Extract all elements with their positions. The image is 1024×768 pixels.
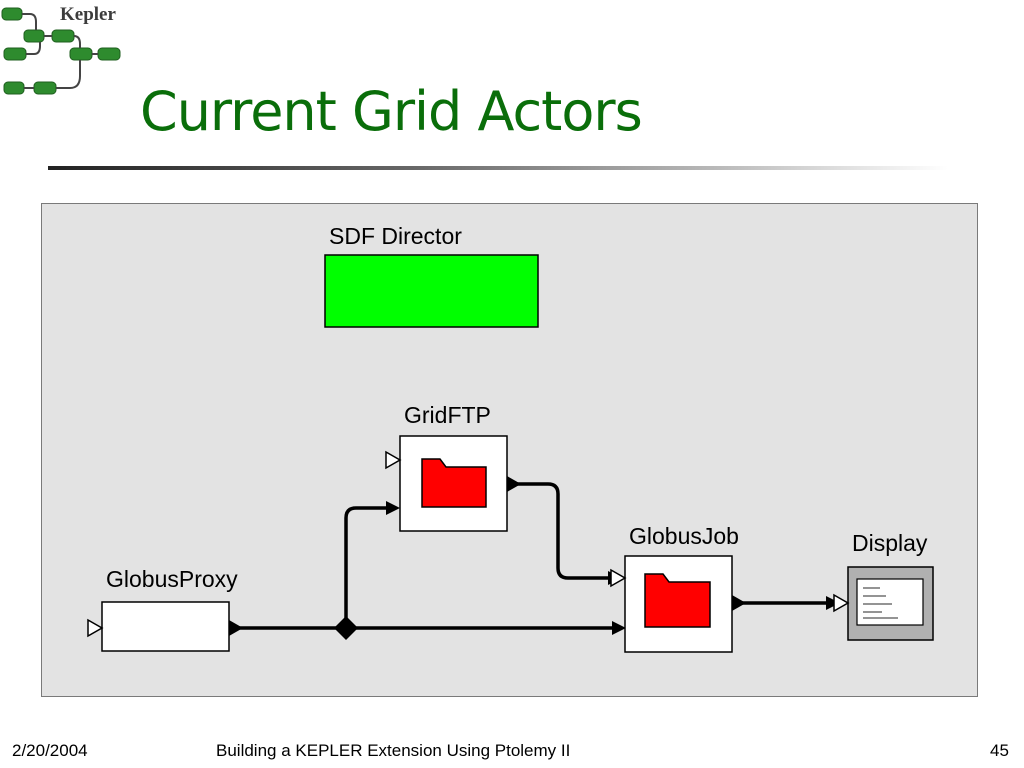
display-screen-icon xyxy=(856,578,924,626)
logo-text: Kepler xyxy=(60,4,116,25)
globusproxy-actor[interactable] xyxy=(87,601,243,652)
relation-diamond xyxy=(334,616,358,640)
output-port-icon xyxy=(507,476,521,492)
kepler-logo: Kepler xyxy=(0,0,130,110)
sdf-director[interactable] xyxy=(324,254,539,328)
input-port-icon xyxy=(833,593,850,613)
input-port-icon xyxy=(610,568,627,588)
input-port-icon xyxy=(385,450,402,470)
display-actor[interactable] xyxy=(833,566,934,641)
globusjob-label: GlobusJob xyxy=(629,523,739,549)
director-label: SDF Director xyxy=(329,223,462,249)
input-port-icon xyxy=(87,618,104,638)
output-port-icon xyxy=(732,595,746,611)
globusproxy-label: GlobusProxy xyxy=(106,566,238,592)
slide-title: Current Grid Actors xyxy=(140,80,643,143)
connection-gridftp-to-job xyxy=(516,482,612,580)
workflow-canvas: SDF Director GridFTP GlobusJob xyxy=(41,203,978,697)
globusjob-actor[interactable] xyxy=(610,555,746,653)
connections xyxy=(238,482,832,630)
footer-title: Building a KEPLER Extension Using Ptolem… xyxy=(216,741,571,760)
display-label: Display xyxy=(852,530,928,556)
title-divider xyxy=(48,166,948,170)
output-port-icon xyxy=(229,620,243,636)
page-number: 45 xyxy=(990,741,1009,760)
folder-icon xyxy=(644,573,711,628)
folder-icon xyxy=(421,458,487,508)
connection-proxy-to-gridftp xyxy=(344,506,386,628)
gridftp-label: GridFTP xyxy=(404,402,491,428)
kepler-logo-icon xyxy=(1,7,121,95)
gridftp-actor[interactable] xyxy=(385,435,521,532)
footer-date: 2/20/2004 xyxy=(12,741,88,760)
